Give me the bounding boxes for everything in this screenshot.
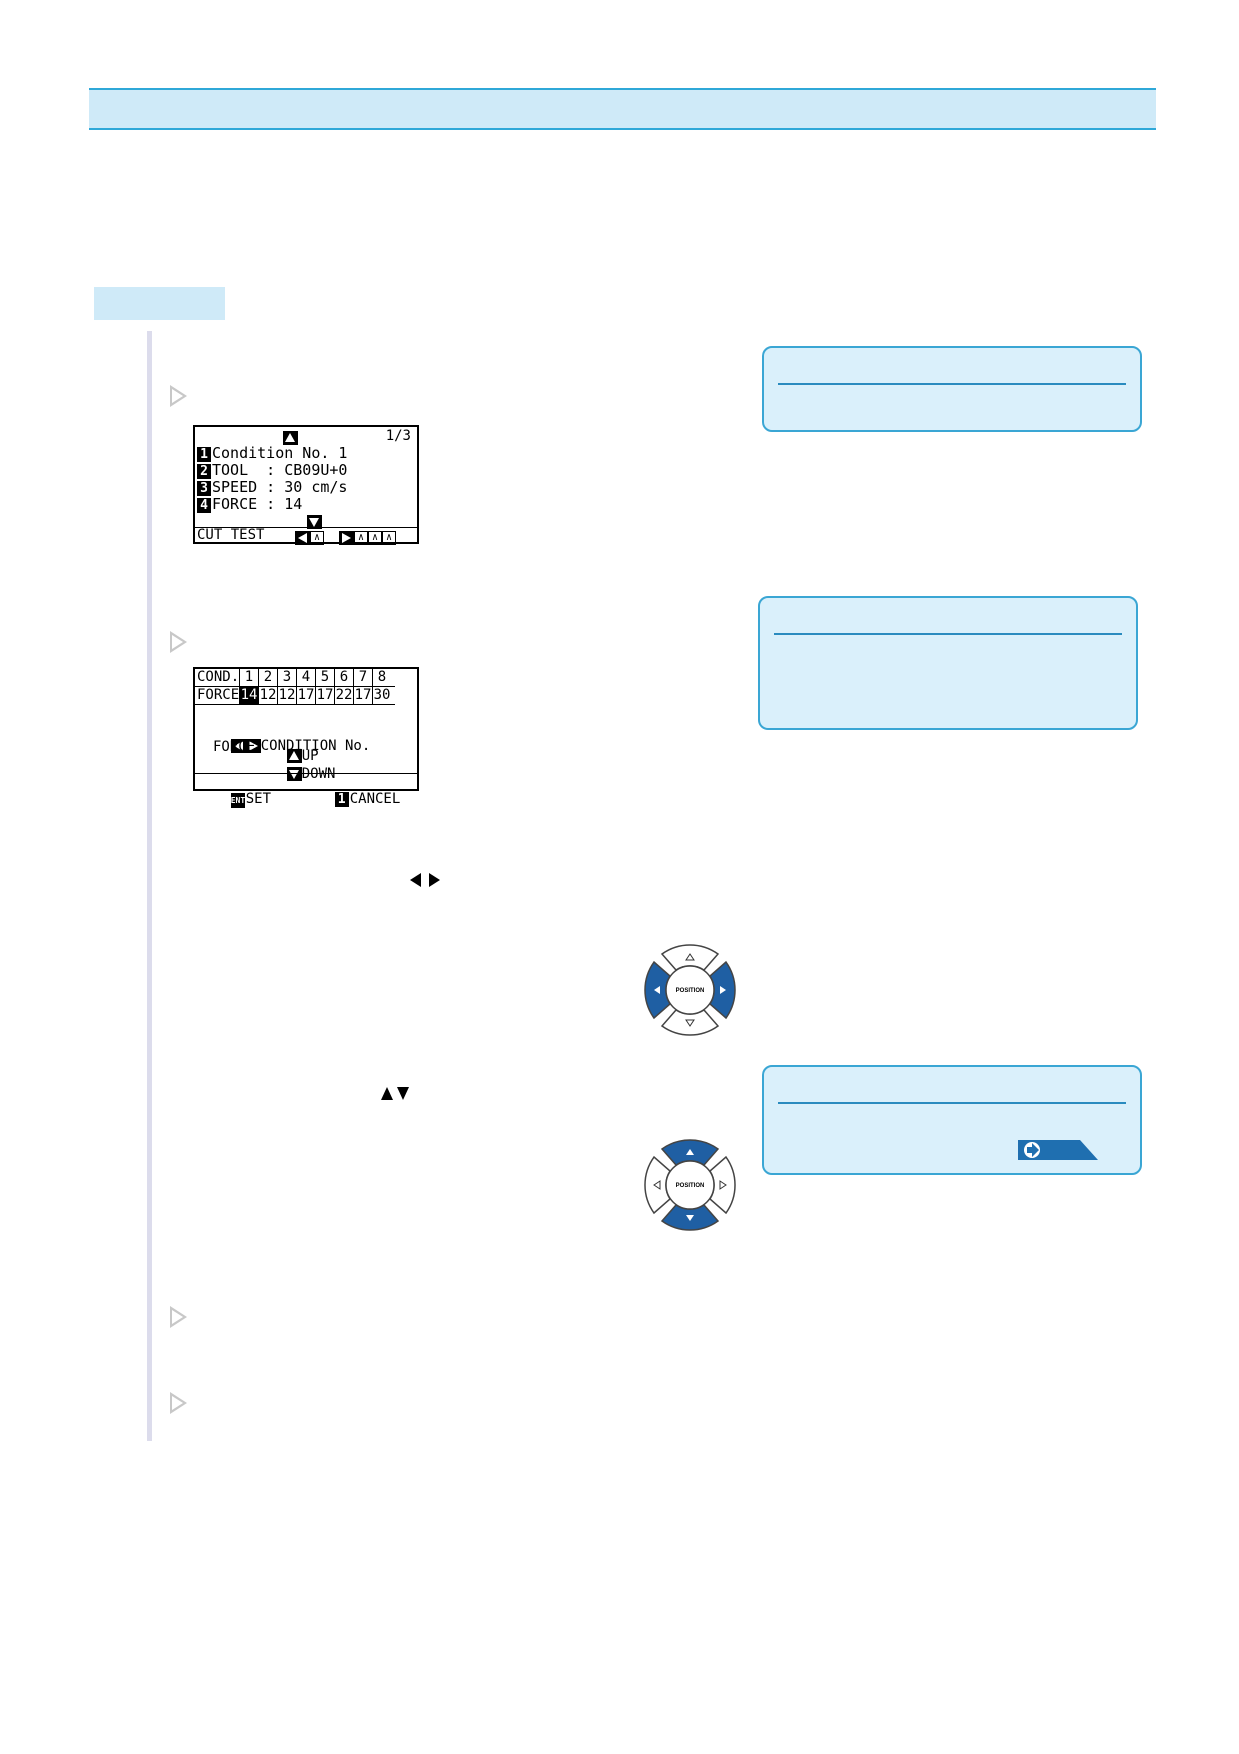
left-arrow-icon xyxy=(295,530,310,545)
note-box xyxy=(758,596,1138,730)
note-box xyxy=(762,1065,1142,1175)
lcd-page-indicator: 1/3 xyxy=(385,428,411,444)
position-pad-left-right[interactable]: POSITION xyxy=(640,940,740,1040)
pad-center-label: POSITION xyxy=(676,988,705,994)
note-divider xyxy=(778,1102,1126,1104)
lcd-footer: CUT TEST xyxy=(197,527,265,543)
down-arrow-icon xyxy=(307,514,323,529)
lcd-hint-force: FORCE xyxy=(213,739,256,755)
step-guide-line xyxy=(147,331,152,1441)
left-right-arrow-icon xyxy=(410,872,442,892)
lcd-set-key[interactable]: ENTSET xyxy=(230,791,272,808)
position-pad-up-down[interactable]: POSITION xyxy=(640,1135,740,1235)
lcd-up-hint: UP xyxy=(253,731,319,782)
step-marker-icon xyxy=(170,1392,187,1414)
note-divider xyxy=(774,633,1122,635)
procedure-tag xyxy=(94,287,225,320)
right-arrow-icon xyxy=(339,530,355,545)
pad-center-label: POSITION xyxy=(676,1183,705,1189)
step-marker-icon xyxy=(170,631,187,653)
up-down-arrow-icon xyxy=(380,1085,412,1105)
lcd-softkeys: ∧ ∧∧∧ xyxy=(295,529,397,546)
lcd-cond-label: COND. xyxy=(197,669,240,685)
lcd-down-hint: DOWN xyxy=(253,749,335,800)
step-marker-icon xyxy=(170,1306,187,1328)
step-marker-icon xyxy=(170,385,187,407)
note-divider xyxy=(778,383,1126,385)
lcd-hint-condition: CONDITION No. xyxy=(197,721,370,772)
note-box xyxy=(762,346,1142,432)
lcd-force-label: FORCE xyxy=(197,687,240,703)
reference-arrow-icon[interactable] xyxy=(1018,1140,1100,1162)
section-title-bar xyxy=(89,88,1156,130)
up-arrow-icon xyxy=(283,430,298,445)
